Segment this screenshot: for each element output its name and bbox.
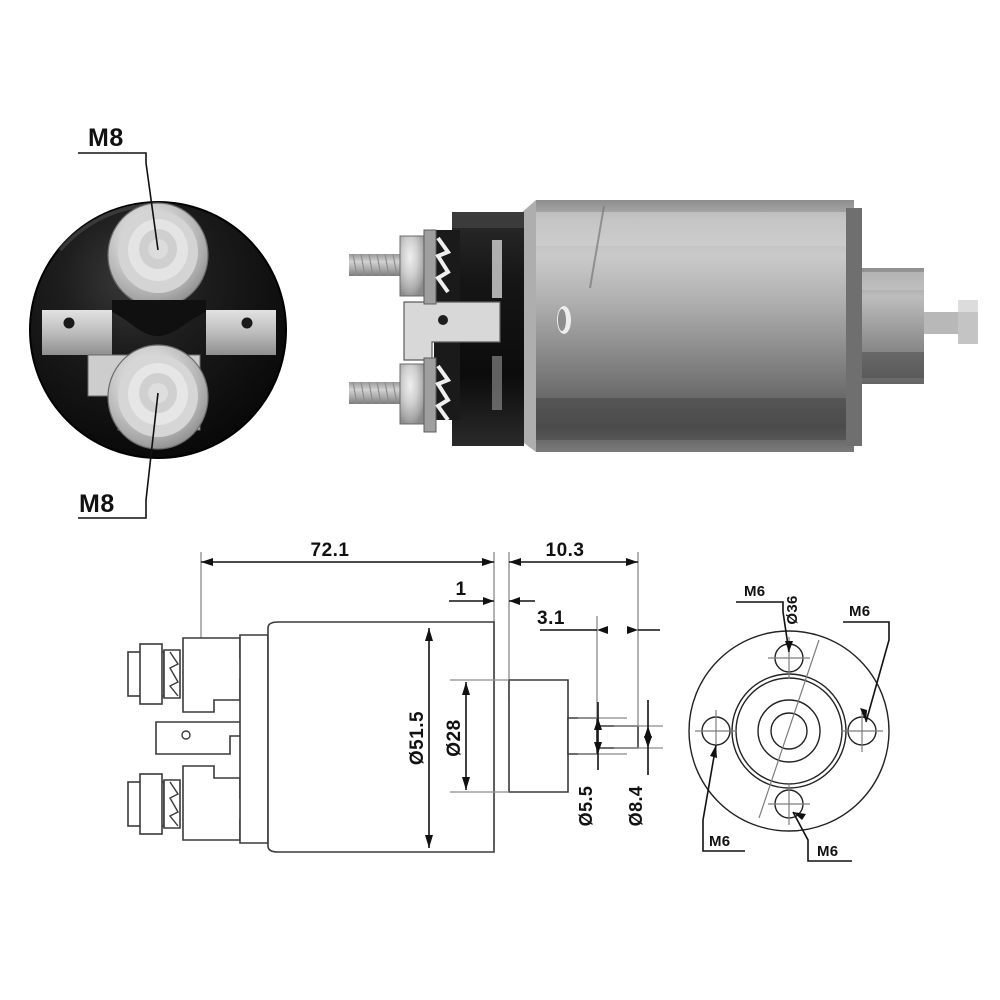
mounting-face-end-view: M6 Ø36 M6 M6 M6 [688,583,890,862]
barrel-highlight [536,212,854,246]
dim-dia-5-5-label: Ø5.5 [576,786,596,827]
barrel-end-ring [846,208,862,446]
dim-1-label: 1 [455,579,466,600]
side-spade-connector [403,301,501,361]
dimensional-side-drawing: 72.1 10.3 1 [127,540,663,853]
dim-dia-28: Ø28 [444,679,509,793]
barrel-vent-hole-inner [558,309,566,331]
boss-outer-circle [731,673,847,789]
callout-m6-bottom-right: M6 [792,811,852,862]
nose-boss-shadow [862,352,924,378]
dim-1: 1 [449,579,535,605]
callout-m8-lower: M8 [78,392,159,519]
side-profile-photo [349,200,978,452]
dim-72-1: 72.1 [201,540,494,566]
body-barrel-outline [267,621,495,853]
callout-m6-bottom-left-label: M6 [709,833,730,850]
solenoid-face-outline [29,201,287,459]
m6-hole-right [841,710,883,752]
callout-m6-bottom-right-label: M6 [817,843,838,860]
dim-72-1-label: 72.1 [311,540,350,561]
spade-connector-right [206,310,276,355]
dim-dia-51-5-label: Ø51.5 [407,711,428,765]
callout-m6-top-right-label: M6 [849,603,870,620]
callout-m8-lower-label: M8 [79,490,115,518]
barrel-seam [589,205,605,289]
bolt-circle-centerline [758,639,820,819]
nose-boss-outline [508,679,569,793]
terminal-block-outline [127,634,269,844]
callout-m6-top-left-label: M6 [744,583,765,600]
m6-hole-bottom [768,783,810,825]
dim-dia-8-4: Ø8.4 [614,700,663,826]
front-face-photo: M8 M8 [29,124,287,519]
callout-dia-36: Ø36 [784,595,801,624]
dim-dia-51-5: Ø51.5 [407,628,433,848]
plunger-shaft [924,312,962,334]
bore-outer-circle [757,699,821,763]
upper-terminal-stud [107,202,209,308]
barrel-shadow [536,398,854,440]
nose-boss-highlight [862,272,924,290]
boss-inner-circle [735,677,843,785]
dim-dia-28-label: Ø28 [444,719,465,756]
callout-m6-top-left: M6 [736,583,793,653]
flange-outer-circle [688,630,890,832]
bore-inner-circle [770,712,808,750]
callout-m6-bottom-left: M6 [702,744,745,852]
callout-dia-36-label: Ø36 [784,595,801,624]
dim-3-1: 3.1 [537,608,660,634]
lower-stud-assembly [349,357,452,433]
upper-stud-assembly [349,229,452,305]
dim-dia-8-4-label: Ø8.4 [626,786,646,827]
face-center-bridge [112,300,206,336]
dim-3-1-label: 3.1 [537,608,565,629]
spade-connector-left [42,310,112,355]
dim-dia-5-5: Ø5.5 [576,702,627,826]
dim-10-3-label: 10.3 [546,540,585,561]
dim-10-3: 10.3 [509,540,638,566]
callout-m8-upper-label: M8 [88,124,124,152]
callout-m6-top-right: M6 [843,603,890,723]
callout-m8-upper: M8 [78,124,159,251]
plunger-head-highlight [958,300,978,312]
